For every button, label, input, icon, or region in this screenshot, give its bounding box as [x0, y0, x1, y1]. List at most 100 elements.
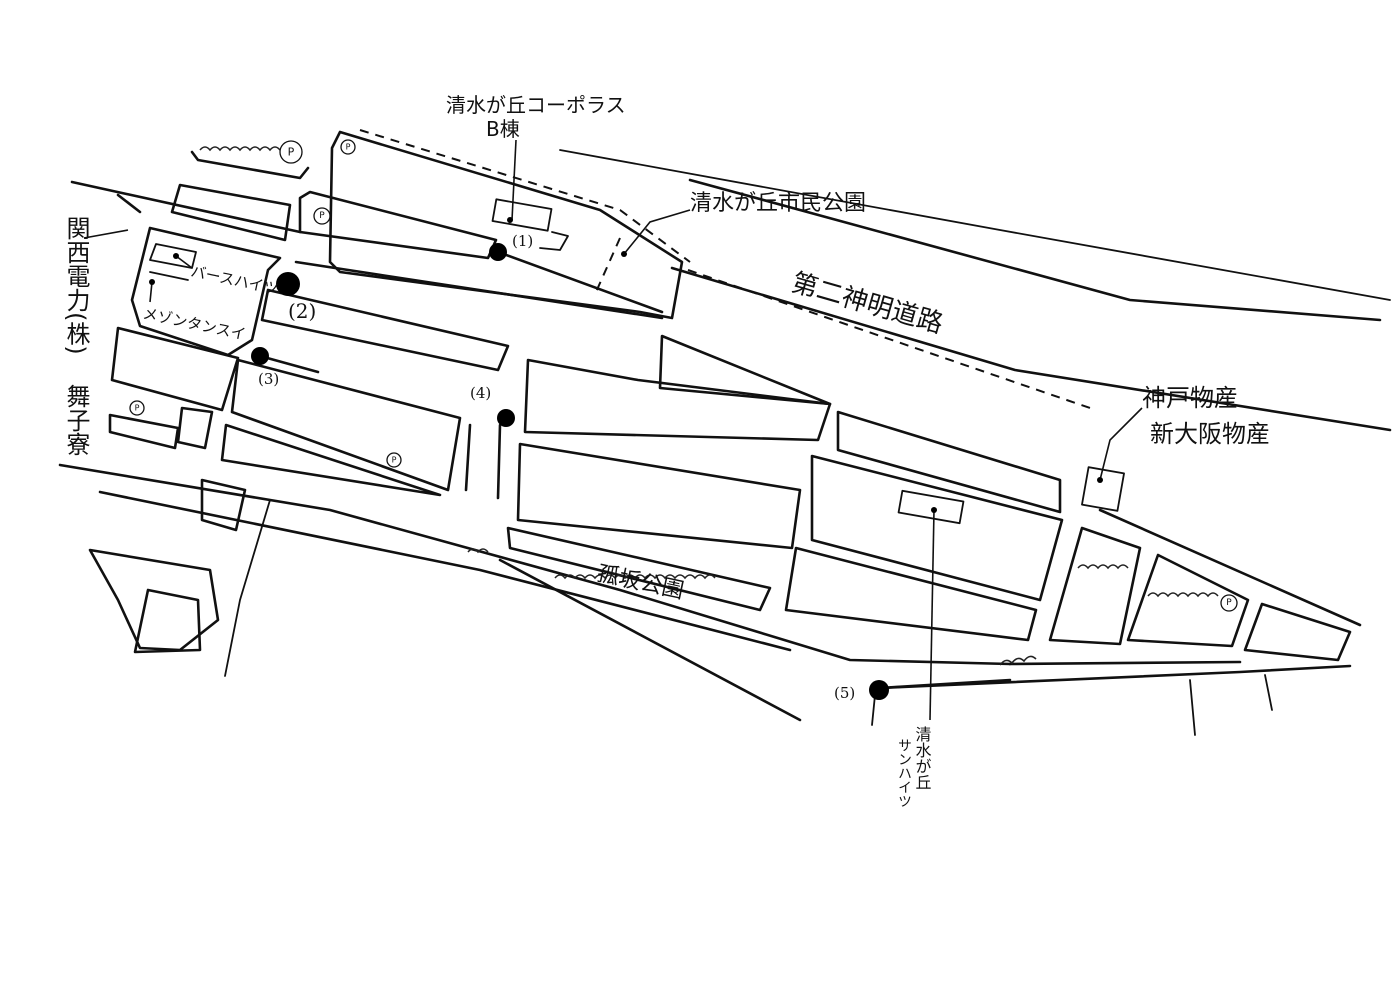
place-labels: 清水が丘コーポラス B棟 清水が丘市民公園 第二神明道路 神戸物産 新大阪物産 …	[62, 93, 1270, 808]
svg-text:P: P	[392, 456, 397, 465]
label-kobe-bussan: 神戸物産	[1142, 384, 1238, 412]
hedges	[199, 146, 1219, 666]
block-mid-8	[836, 410, 1062, 514]
label-kepco: 関西電力(株)	[62, 216, 90, 355]
block-w-3	[176, 406, 214, 450]
label-kosaka-park: 孤坂公園	[595, 561, 686, 604]
parking-icon: P	[386, 452, 402, 468]
block-east-1	[1048, 526, 1142, 646]
block-nw-1	[190, 150, 310, 180]
block-corporus	[328, 130, 684, 320]
parking-symbols: P P P P P P	[129, 139, 1238, 612]
city-blocks	[88, 129, 1352, 736]
parking-icon: P	[279, 140, 303, 164]
label-sun-heights-line2: サンハイツ	[896, 738, 912, 808]
hedge-5	[467, 548, 489, 554]
leader-sun	[929, 509, 935, 721]
block-mid-4	[523, 358, 832, 442]
kobe-bussan-building	[1081, 466, 1125, 512]
road-west-upper	[70, 180, 302, 234]
block-east-3	[1243, 602, 1352, 662]
road-south-6	[1098, 508, 1362, 627]
hedge-2	[554, 574, 716, 580]
marker-labels: (1) (2) (3) (4) (5)	[258, 232, 855, 702]
block-nw-3	[130, 226, 282, 357]
street-4	[496, 423, 502, 500]
label-maiko-dorm: 舞子寮	[62, 384, 90, 456]
parking-icon: P	[1220, 594, 1238, 612]
block-sw-2	[133, 588, 202, 654]
route-5	[878, 678, 1012, 690]
block-mid-9	[810, 454, 1064, 602]
building-point-icon	[173, 253, 179, 259]
svg-text:P: P	[1226, 598, 1232, 608]
hedge-3	[1077, 564, 1129, 570]
block-mid-6	[516, 442, 802, 550]
marker-label-3: (3)	[258, 370, 279, 388]
routes	[258, 250, 1012, 690]
block-w-2	[108, 413, 180, 450]
hedge-6	[999, 655, 1037, 666]
building-point-icon	[149, 279, 155, 285]
road-south-2	[1008, 660, 1242, 666]
parking-icon: P	[340, 139, 356, 155]
corporus-b-building	[491, 198, 553, 232]
road-s-vert-4	[871, 694, 876, 726]
leader-maison	[149, 281, 153, 303]
meishin-edge-4	[670, 266, 1392, 432]
hedge-1	[199, 146, 291, 152]
svg-text:P: P	[319, 211, 325, 221]
corporus-b-wing	[539, 231, 569, 251]
location-dot-icon	[497, 409, 515, 427]
marker-label-4: (4)	[470, 384, 491, 402]
shimin-park-top	[359, 129, 691, 263]
street-4b	[464, 423, 472, 492]
road-south-1	[58, 463, 1012, 666]
location-dot-icon	[251, 347, 269, 365]
shimin-park-boundary	[595, 237, 621, 293]
route-1	[496, 250, 664, 314]
maison-building	[149, 271, 189, 281]
marker-label-5: (5)	[834, 684, 855, 702]
block-w-4	[200, 478, 247, 532]
svg-text:P: P	[288, 146, 295, 159]
building-point-icon	[507, 217, 513, 223]
block-mid-5	[658, 334, 832, 406]
block-nw-2	[170, 183, 292, 242]
svg-text:P: P	[346, 143, 351, 152]
parking-icon: P	[313, 207, 331, 225]
label-burst-heights: バースハイツ	[189, 262, 280, 298]
road-s-vert-2	[1189, 679, 1196, 736]
road-south-5	[878, 664, 1352, 690]
road-west-upper-b	[116, 193, 142, 214]
block-mid-10	[784, 546, 1038, 642]
label-corporus-b: 清水が丘コーポラス	[446, 93, 626, 117]
road-south-4	[498, 558, 802, 722]
leader-kepco	[83, 229, 129, 239]
marker-label-1: (1)	[512, 232, 533, 250]
label-meishin-road: 第二神明道路	[788, 268, 946, 340]
building-point-icon	[1097, 477, 1103, 483]
marker-label-2: (2)	[288, 299, 316, 323]
road-sw-vert	[224, 499, 271, 677]
road-network	[58, 149, 1392, 722]
road-s-vert-3	[1264, 674, 1273, 711]
block-mid-7	[506, 526, 772, 612]
label-shin-osaka-bussan: 新大阪物産	[1150, 420, 1270, 448]
location-dot-icon	[869, 680, 889, 700]
block-w-1	[110, 326, 240, 412]
leader-shimin	[623, 209, 691, 255]
hedge-4	[1147, 592, 1219, 598]
parking-icon: P	[129, 400, 145, 416]
meishin-edge-2	[688, 178, 1382, 322]
svg-text:P: P	[135, 404, 140, 413]
building-point-icon	[931, 507, 937, 513]
meishin-edge-1	[559, 149, 1391, 301]
leader-lines	[83, 139, 1143, 721]
block-mid-2	[230, 358, 462, 492]
block-mid-1	[260, 288, 510, 372]
leader-burst	[175, 255, 193, 269]
block-east-2	[1126, 553, 1250, 648]
route-3	[258, 354, 320, 374]
